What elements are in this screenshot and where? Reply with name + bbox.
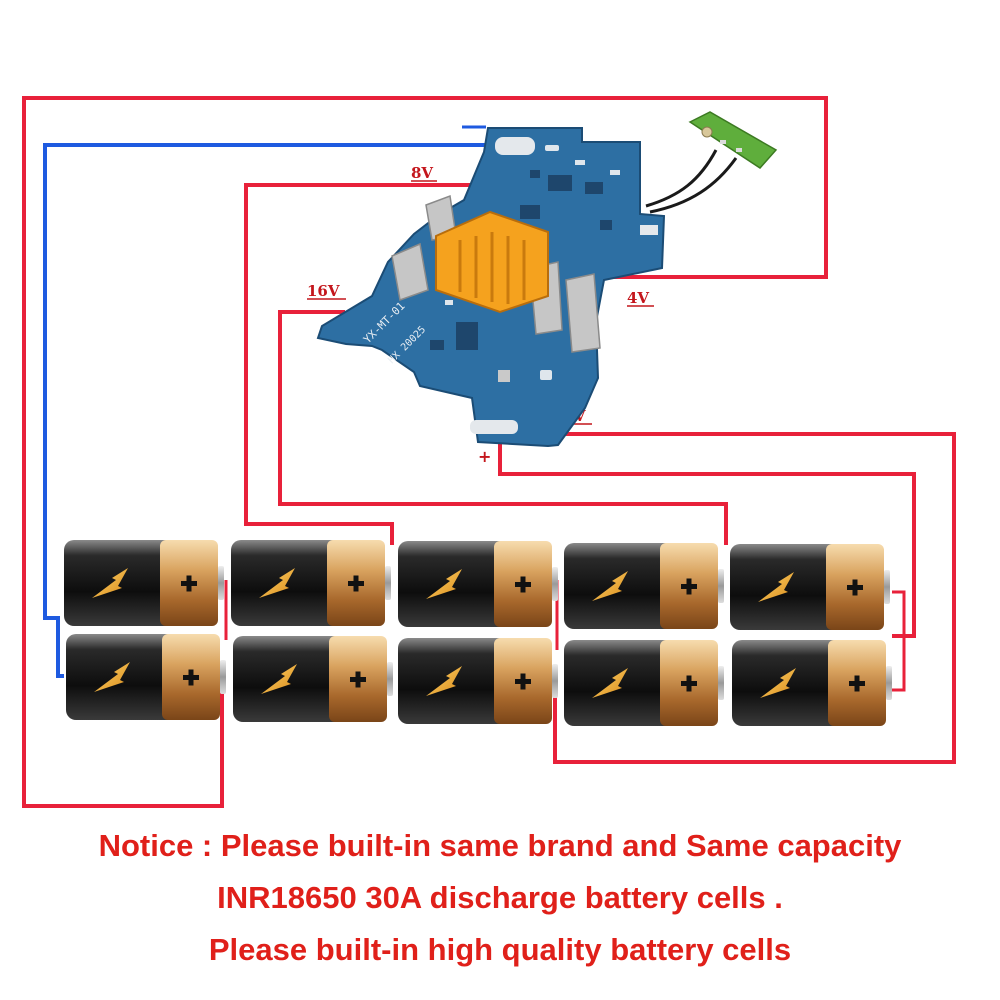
orange-connector (435, 210, 549, 314)
notice-line-2: INR18650 30A discharge battery cells . (217, 880, 783, 915)
cell-top-2 (231, 540, 391, 626)
wire-main-positive (22, 96, 828, 808)
cell-top-4 (564, 543, 724, 629)
wire-8v (244, 183, 472, 545)
cell-bottom-2 (233, 636, 393, 722)
bms-board: YX-MT-01 HX 20025 (316, 127, 666, 448)
cell-bottom-5 (732, 640, 892, 726)
cell-top-1 (64, 540, 224, 626)
wire-main-negative (43, 143, 486, 678)
notice-line-1: Notice : Please built-in same brand and … (98, 828, 902, 863)
cell-top-5 (730, 544, 890, 630)
wire-12v (545, 432, 956, 764)
wire-plus-output (498, 438, 916, 638)
label-16v: 16V (307, 282, 340, 300)
battery-pack (64, 540, 892, 726)
switch-board (645, 111, 778, 214)
cell-bottom-1 (66, 634, 226, 720)
cell-bottom-4 (564, 640, 724, 726)
cell-bottom-3 (398, 638, 558, 724)
wire-16v (278, 310, 728, 545)
cell-top-3 (398, 541, 558, 627)
wires (22, 96, 956, 808)
label-8v: 8V (411, 164, 433, 182)
label-positive: + (478, 447, 491, 466)
wire-link-b (892, 590, 906, 692)
notice-line-3: Please built-in high quality battery cel… (208, 932, 792, 967)
label-4v: 4V (627, 289, 649, 307)
